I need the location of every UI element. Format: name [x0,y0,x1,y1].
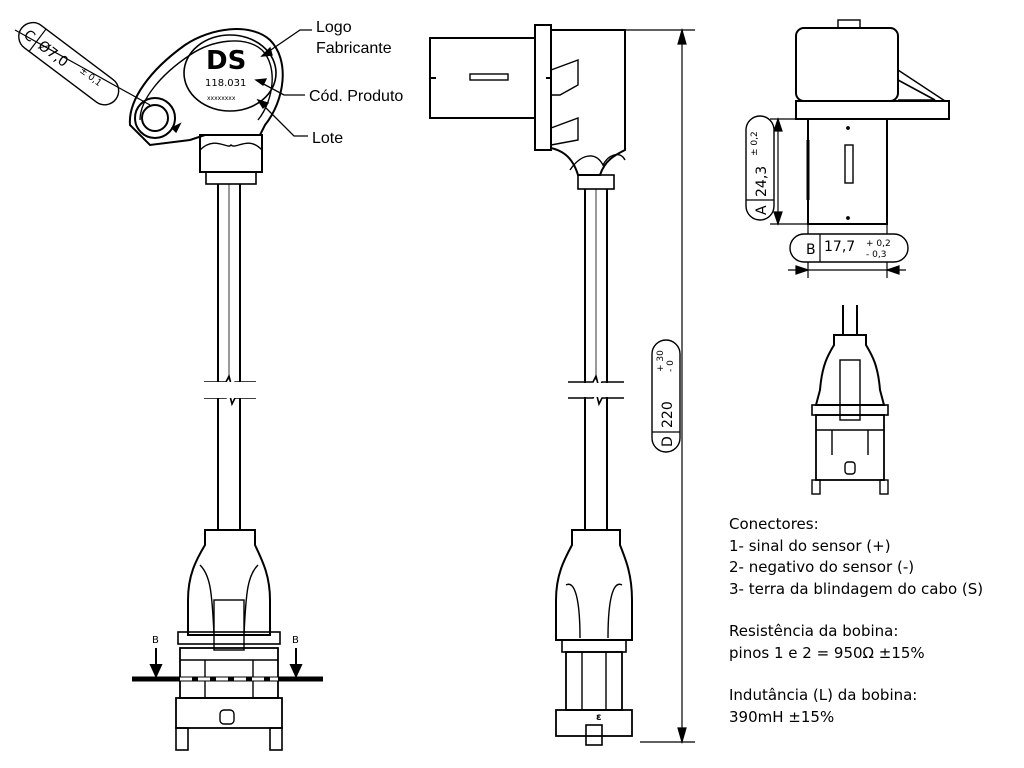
section-label-right: B [292,635,299,646]
lot-mark: xxxxxxxx [207,95,236,102]
flange [534,24,552,151]
product-code-mark: 118.031 [205,78,246,89]
inductance-value: 390mH ±15% [729,707,835,726]
dim-b-letter: B [806,242,816,258]
connector-body [187,529,271,636]
probe-body [429,37,536,119]
sensor-head-body [128,28,284,147]
sensor-head-inner [139,40,273,121]
svg-text:ε: ε [596,712,602,723]
mounting-hole-outer [134,97,176,139]
connector-detail-view [811,305,889,495]
dim-a-value: 24,3 [754,166,770,197]
resistance-value: pinos 1 e 2 = 950Ω ±15% [729,643,925,662]
mounting-hole-inner [141,104,169,132]
head-collar [199,134,263,173]
dim-d-value: 220 [660,401,676,428]
side-connector [555,529,633,641]
connector-3: 3- terra da blindagem do cabo (S) [729,579,984,598]
top-right-view: A 24,3 ± 0,2 B 17,7 + 0,2 - 0,3 [745,19,950,278]
connectors-title: Conectores: [729,515,819,533]
dim-d-tol-minus: - 0 [666,360,676,372]
resistance-title: Resistência da bobina: [729,622,899,640]
dimension-c: C Ø7,0 ± 0,1 [18,21,120,106]
brand-logo: DS [206,46,246,76]
side-cable-break [568,373,624,407]
label-ellipse [183,34,277,112]
callout-logo-line1: Logo [316,19,352,36]
dimension-a: A 24,3 ± 0,2 [745,115,775,221]
dim-c-leader [14,29,151,106]
dim-b-tol-plus: + 0,2 [866,239,891,249]
dim-d-tol-plus: + 30 [656,350,666,372]
callout-product-code: Cód. Produto [309,88,403,105]
notes-block: Conectores: 1- sinal do sensor (+) 2- ne… [729,514,1019,728]
front-view: DS 118.031 xxxxxxxx [14,19,403,751]
top-probe [807,118,888,225]
top-body [795,27,899,102]
section-arrow-right [289,648,303,679]
dim-a-letter: A [754,205,770,215]
dimension-b: B 17,7 + 0,2 - 0,3 [789,233,909,263]
side-view: ε D 220 + 30 - 0 [429,24,695,746]
section-arrow-left [149,648,163,679]
connector-2: 2- negativo do sensor (-) [729,558,915,576]
dim-b-tol-minus: - 0,3 [866,250,886,260]
callout-lot: Lote [312,130,343,147]
section-label-left: B [152,635,159,646]
dim-a-tol: ± 0,2 [750,131,760,156]
connector-1: 1- sinal do sensor (+) [729,536,891,555]
dim-c-value: Ø7,0 [35,38,71,71]
callout-leaders [254,29,312,137]
callout-logo-line2: Fabricante [316,40,392,57]
dim-b-value: 17,7 [824,239,855,255]
dimension-d: D 220 + 30 - 0 [651,339,681,453]
dim-d-letter: D [660,436,676,447]
inductance-title: Indutância (L) da bobina: [729,686,918,704]
dimension-d-line [625,27,695,745]
